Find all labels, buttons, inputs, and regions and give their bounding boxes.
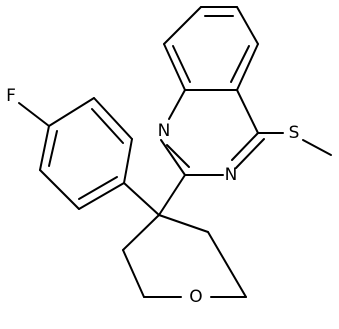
atom-label-sulfur: S: [289, 123, 300, 143]
bond: [158, 214, 209, 233]
bond: [123, 138, 133, 184]
atom-label-nitrogen-1: N: [158, 121, 171, 141]
atom-labels: F N N S O: [6, 86, 299, 307]
bond: [39, 169, 80, 210]
atom-label-oxygen: O: [189, 287, 202, 307]
bond: [78, 182, 125, 210]
bond: [160, 139, 186, 176]
bond: [168, 89, 186, 120]
bond: [302, 139, 332, 156]
bond: [93, 97, 133, 140]
bond: [123, 182, 160, 216]
bond-double: [91, 108, 124, 144]
bond: [236, 43, 259, 91]
bond: [236, 6, 259, 45]
bond-double: [235, 138, 265, 169]
bond: [39, 125, 50, 171]
bond-double: [78, 176, 118, 200]
bond: [163, 6, 202, 45]
bond-lines: [18, 6, 332, 298]
bond-double: [230, 45, 250, 83]
bond-double: [166, 144, 190, 168]
bond: [122, 214, 160, 251]
bond-double: [48, 130, 58, 167]
bond: [207, 231, 247, 298]
bond: [158, 174, 186, 216]
bond-double: [172, 45, 191, 83]
atom-label-nitrogen-3: N: [225, 165, 238, 185]
bond: [122, 249, 145, 298]
bond: [236, 89, 259, 134]
bond: [163, 43, 186, 91]
atom-label-fluorine: F: [6, 86, 16, 106]
bond: [48, 97, 95, 127]
bond: [18, 102, 50, 127]
bond: [231, 132, 259, 161]
